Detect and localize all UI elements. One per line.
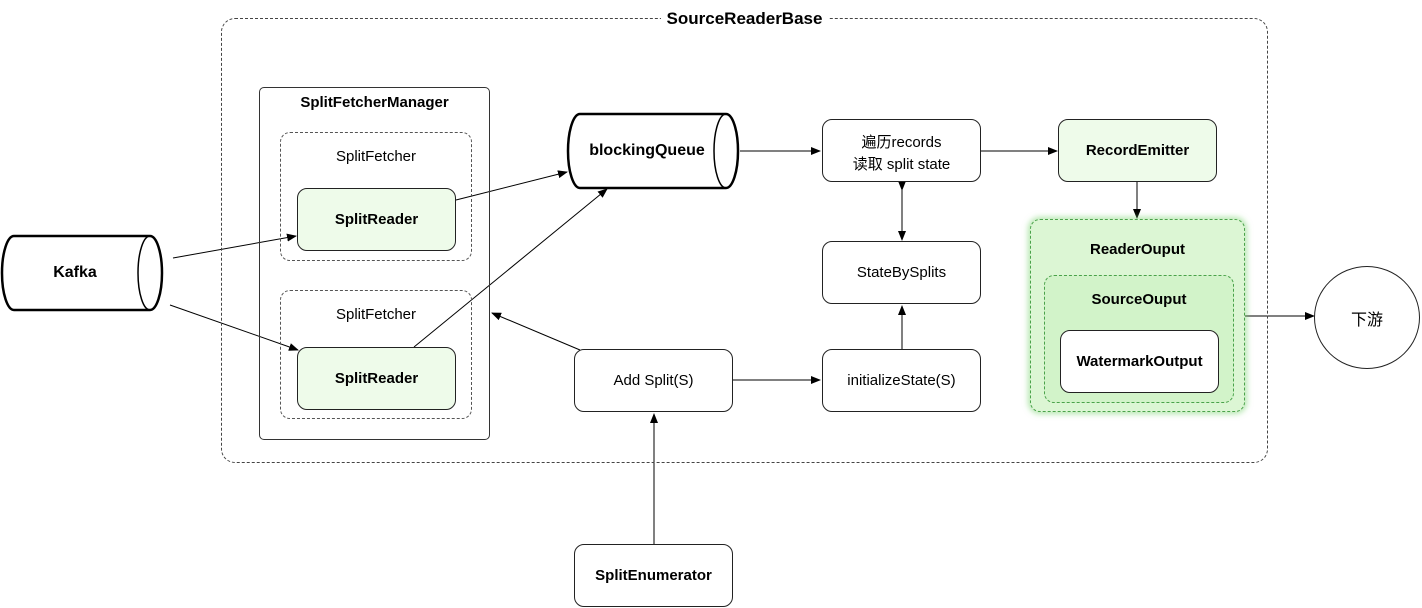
- iterate-records-line1: 遍历records: [861, 133, 942, 151]
- arrow-kafka-to-reader1: [172, 233, 297, 259]
- arrow-reader1-to-queue: [455, 170, 568, 201]
- source-reader-base-title: SourceReaderBase: [660, 9, 829, 28]
- source-output-title: SourceOuput: [1091, 291, 1187, 308]
- reader-output-title: ReaderOuput: [1089, 241, 1185, 258]
- split-fetcher-1-title: SplitFetcher: [335, 148, 417, 165]
- split-fetcher-1: [280, 132, 472, 261]
- split-fetcher-manager-title: SplitFetcherManager: [300, 94, 449, 111]
- split-reader-1: SplitReader: [297, 188, 456, 251]
- record-emitter-node: RecordEmitter: [1058, 119, 1217, 182]
- blocking-queue-cylinder: [566, 112, 740, 190]
- split-enumerator-node: SplitEnumerator: [574, 544, 733, 607]
- split-reader-2: SplitReader: [297, 347, 456, 410]
- state-by-splits-node: StateBySplits: [822, 241, 981, 304]
- source-reader-base-frame: SourceReaderBase: [221, 9, 1268, 463]
- split-fetcher-2: [280, 290, 472, 419]
- arrow-kafka-to-reader2: [169, 304, 299, 351]
- iterate-records-line2: 读取 split state: [852, 155, 951, 173]
- iterate-records-node: 遍历records 读取 split state: [822, 119, 981, 182]
- kafka-cylinder: [0, 234, 164, 312]
- kafka-label: Kafka: [53, 264, 97, 281]
- downstream-node: 下游: [1314, 266, 1420, 369]
- split-fetcher-2-title: SplitFetcher: [335, 306, 417, 323]
- arrow-addsplit-to-manager: [491, 312, 581, 351]
- arrow-reader2-to-queue: [413, 188, 608, 348]
- split-fetcher-manager: [259, 87, 490, 440]
- blocking-queue-label: blockingQueue: [589, 142, 705, 159]
- add-split-node: Add Split(S): [574, 349, 733, 412]
- initialize-state-node: initializeState(S): [822, 349, 981, 412]
- watermark-output-node: WatermarkOutput: [1060, 330, 1219, 393]
